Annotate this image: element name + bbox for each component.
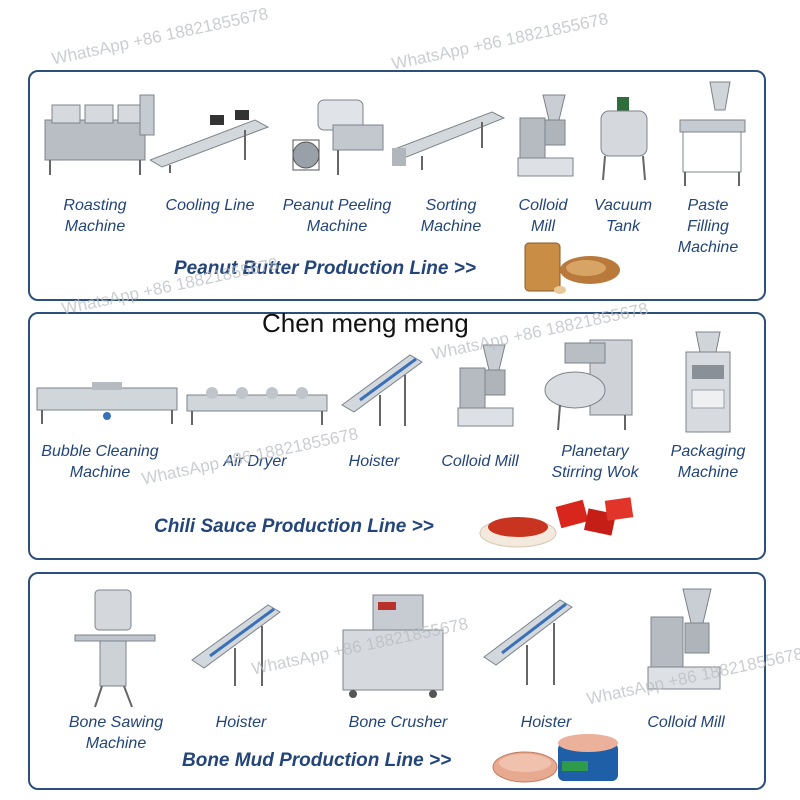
machine-label-colloid-mill-1: Colloid Mill (518, 197, 568, 235)
machine-label-planetary-stirring-wok: Planetary Stirring Wok (551, 443, 639, 481)
cooling-line-image (150, 110, 270, 173)
hoister-image-2 (191, 604, 281, 686)
planetary-stirring-wok-image (544, 339, 633, 431)
bone-crusher-image (342, 594, 444, 698)
overlay-caption: Chen meng meng (262, 308, 469, 338)
colloid-mill-image-2 (457, 344, 514, 427)
roasting-machine-image (44, 94, 155, 175)
peanut-peeling-machine-image (292, 99, 384, 175)
machine-label-paste-filling: Paste Filling Machine (677, 197, 739, 256)
peanut-butter-product-image (524, 242, 620, 294)
machine-label-bone-sawing: Bone Sawing Machine (68, 714, 164, 752)
colloid-mill-image-3 (647, 588, 721, 690)
bone-sawing-machine-image (74, 589, 156, 708)
machine-label-colloid-mill-3: Colloid Mill (647, 714, 725, 731)
air-dryer-image (186, 387, 328, 425)
machine-label-roasting: Roasting Machine (63, 197, 127, 235)
machine-label-bubble-cleaning: Bubble Cleaning Machine (41, 443, 159, 481)
bone-mud-line-title: Bone Mud Production Line >> (182, 750, 452, 771)
chili-sauce-line-title: Chili Sauce Production Line >> (154, 516, 434, 537)
watermark: WhatsApp +86 18821855678 (50, 4, 270, 69)
machine-label-hoister-2: Hoister (215, 714, 267, 731)
hoister-image-3 (483, 599, 573, 685)
machine-label-peanut-peeling: Peanut Peeling Machine (282, 197, 392, 235)
machine-label-air-dryer: Air Dryer (223, 453, 287, 470)
paste-filling-machine-image (679, 81, 746, 186)
packaging-machine-image (685, 331, 731, 433)
machine-label-sorting: Sorting Machine (420, 197, 482, 235)
chili-sauce-product-image (479, 497, 634, 548)
peanut-butter-line-title: Peanut Butter Production Line >> (174, 258, 476, 279)
vacuum-tank-image (600, 97, 648, 181)
chili-sauce-panel (28, 312, 766, 560)
sorting-machine-image (392, 111, 506, 170)
machine-label-vacuum-tank: Vacuum Tank (593, 197, 653, 235)
machine-label-colloid-mill-2: Colloid Mill (441, 453, 519, 470)
machine-label-hoister-1: Hoister (348, 453, 400, 470)
hoister-image-1 (341, 354, 423, 426)
machine-label-bone-crusher: Bone Crusher (348, 714, 448, 731)
bubble-cleaning-machine-image (36, 382, 178, 424)
machine-label-packaging: Packaging Machine (670, 443, 746, 481)
watermark: WhatsApp +86 18821855678 (390, 9, 610, 74)
colloid-mill-image-1 (517, 94, 574, 177)
bone-mud-product-image (492, 734, 618, 783)
machine-label-hoister-3: Hoister (520, 714, 572, 731)
machine-label-cooling-line: Cooling Line (165, 197, 255, 214)
